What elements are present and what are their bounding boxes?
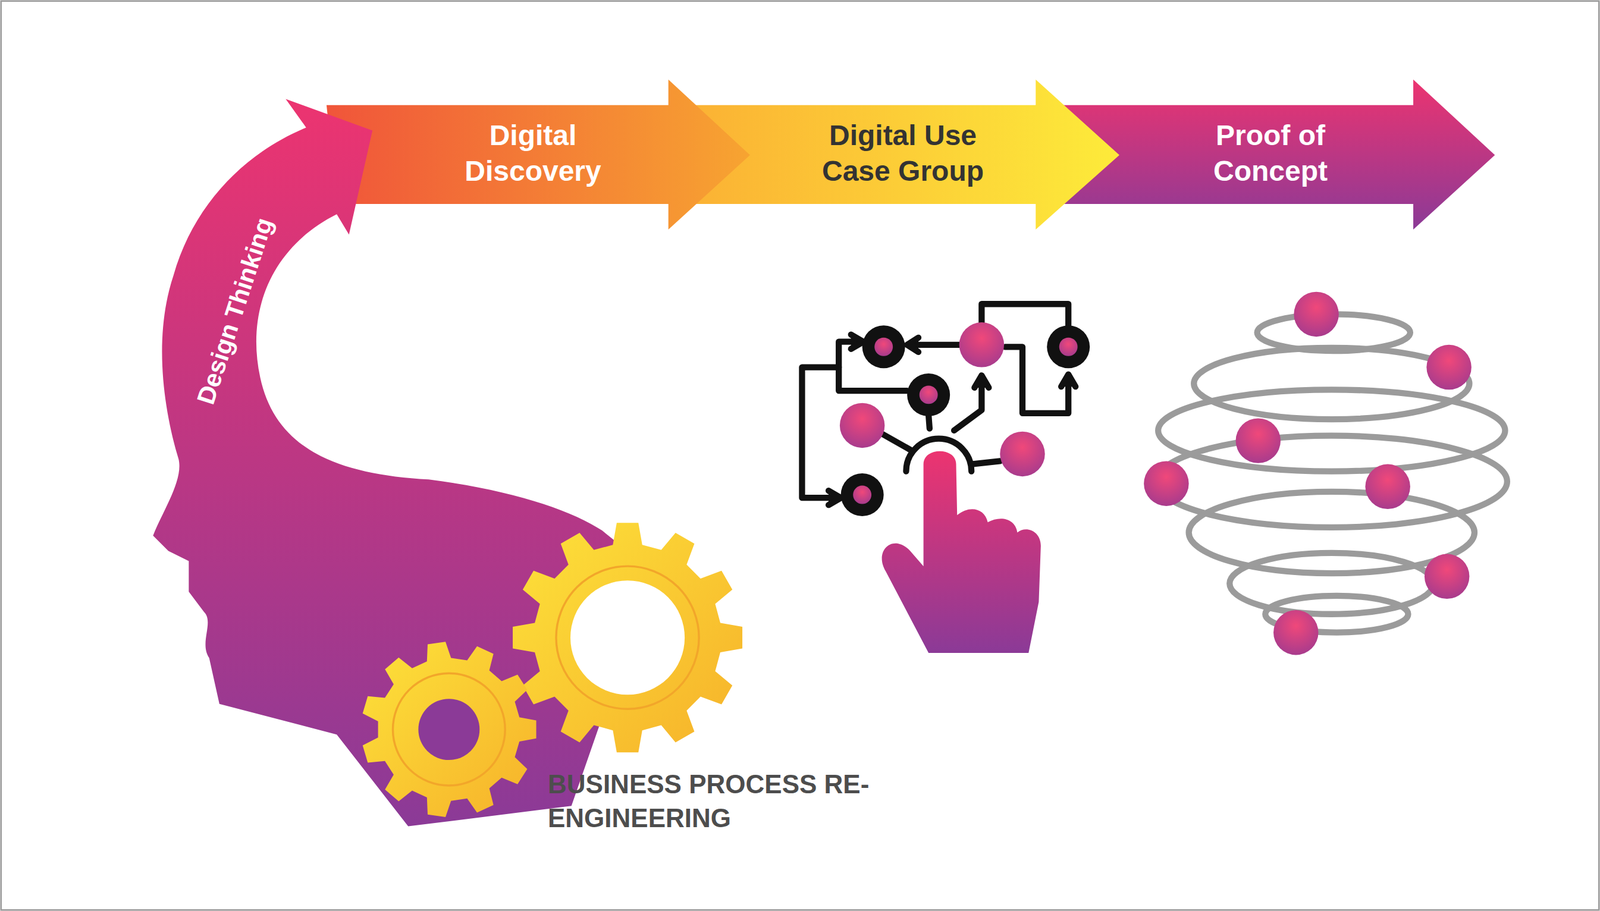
gear-hole <box>570 580 685 695</box>
hand-icon <box>882 451 1041 654</box>
use-case-arrow <box>694 79 1120 230</box>
gear-ring <box>556 566 699 709</box>
arrow-band: Digital Discovery <box>443 117 623 190</box>
process-caption: BUSINESS PROCESS RE-ENGINEERING <box>547 767 881 836</box>
node-text: Digital Use Case Group <box>804 117 1002 190</box>
arrow-band: Digital Use Case Group <box>804 117 1002 190</box>
small-gear <box>362 641 537 818</box>
orbit-balls <box>1143 292 1472 656</box>
circuit-nodes <box>839 322 1090 517</box>
orbit-sphere <box>1156 314 1508 633</box>
gear-hole <box>418 698 480 761</box>
node-text: Proof of Concept <box>1181 117 1360 190</box>
node-text: Digital Discovery <box>443 117 623 190</box>
discovery-arrow <box>326 79 751 230</box>
big-gear <box>512 522 743 753</box>
arrow-band: Proof of Concept <box>1181 117 1360 190</box>
gear-ring <box>392 673 505 786</box>
